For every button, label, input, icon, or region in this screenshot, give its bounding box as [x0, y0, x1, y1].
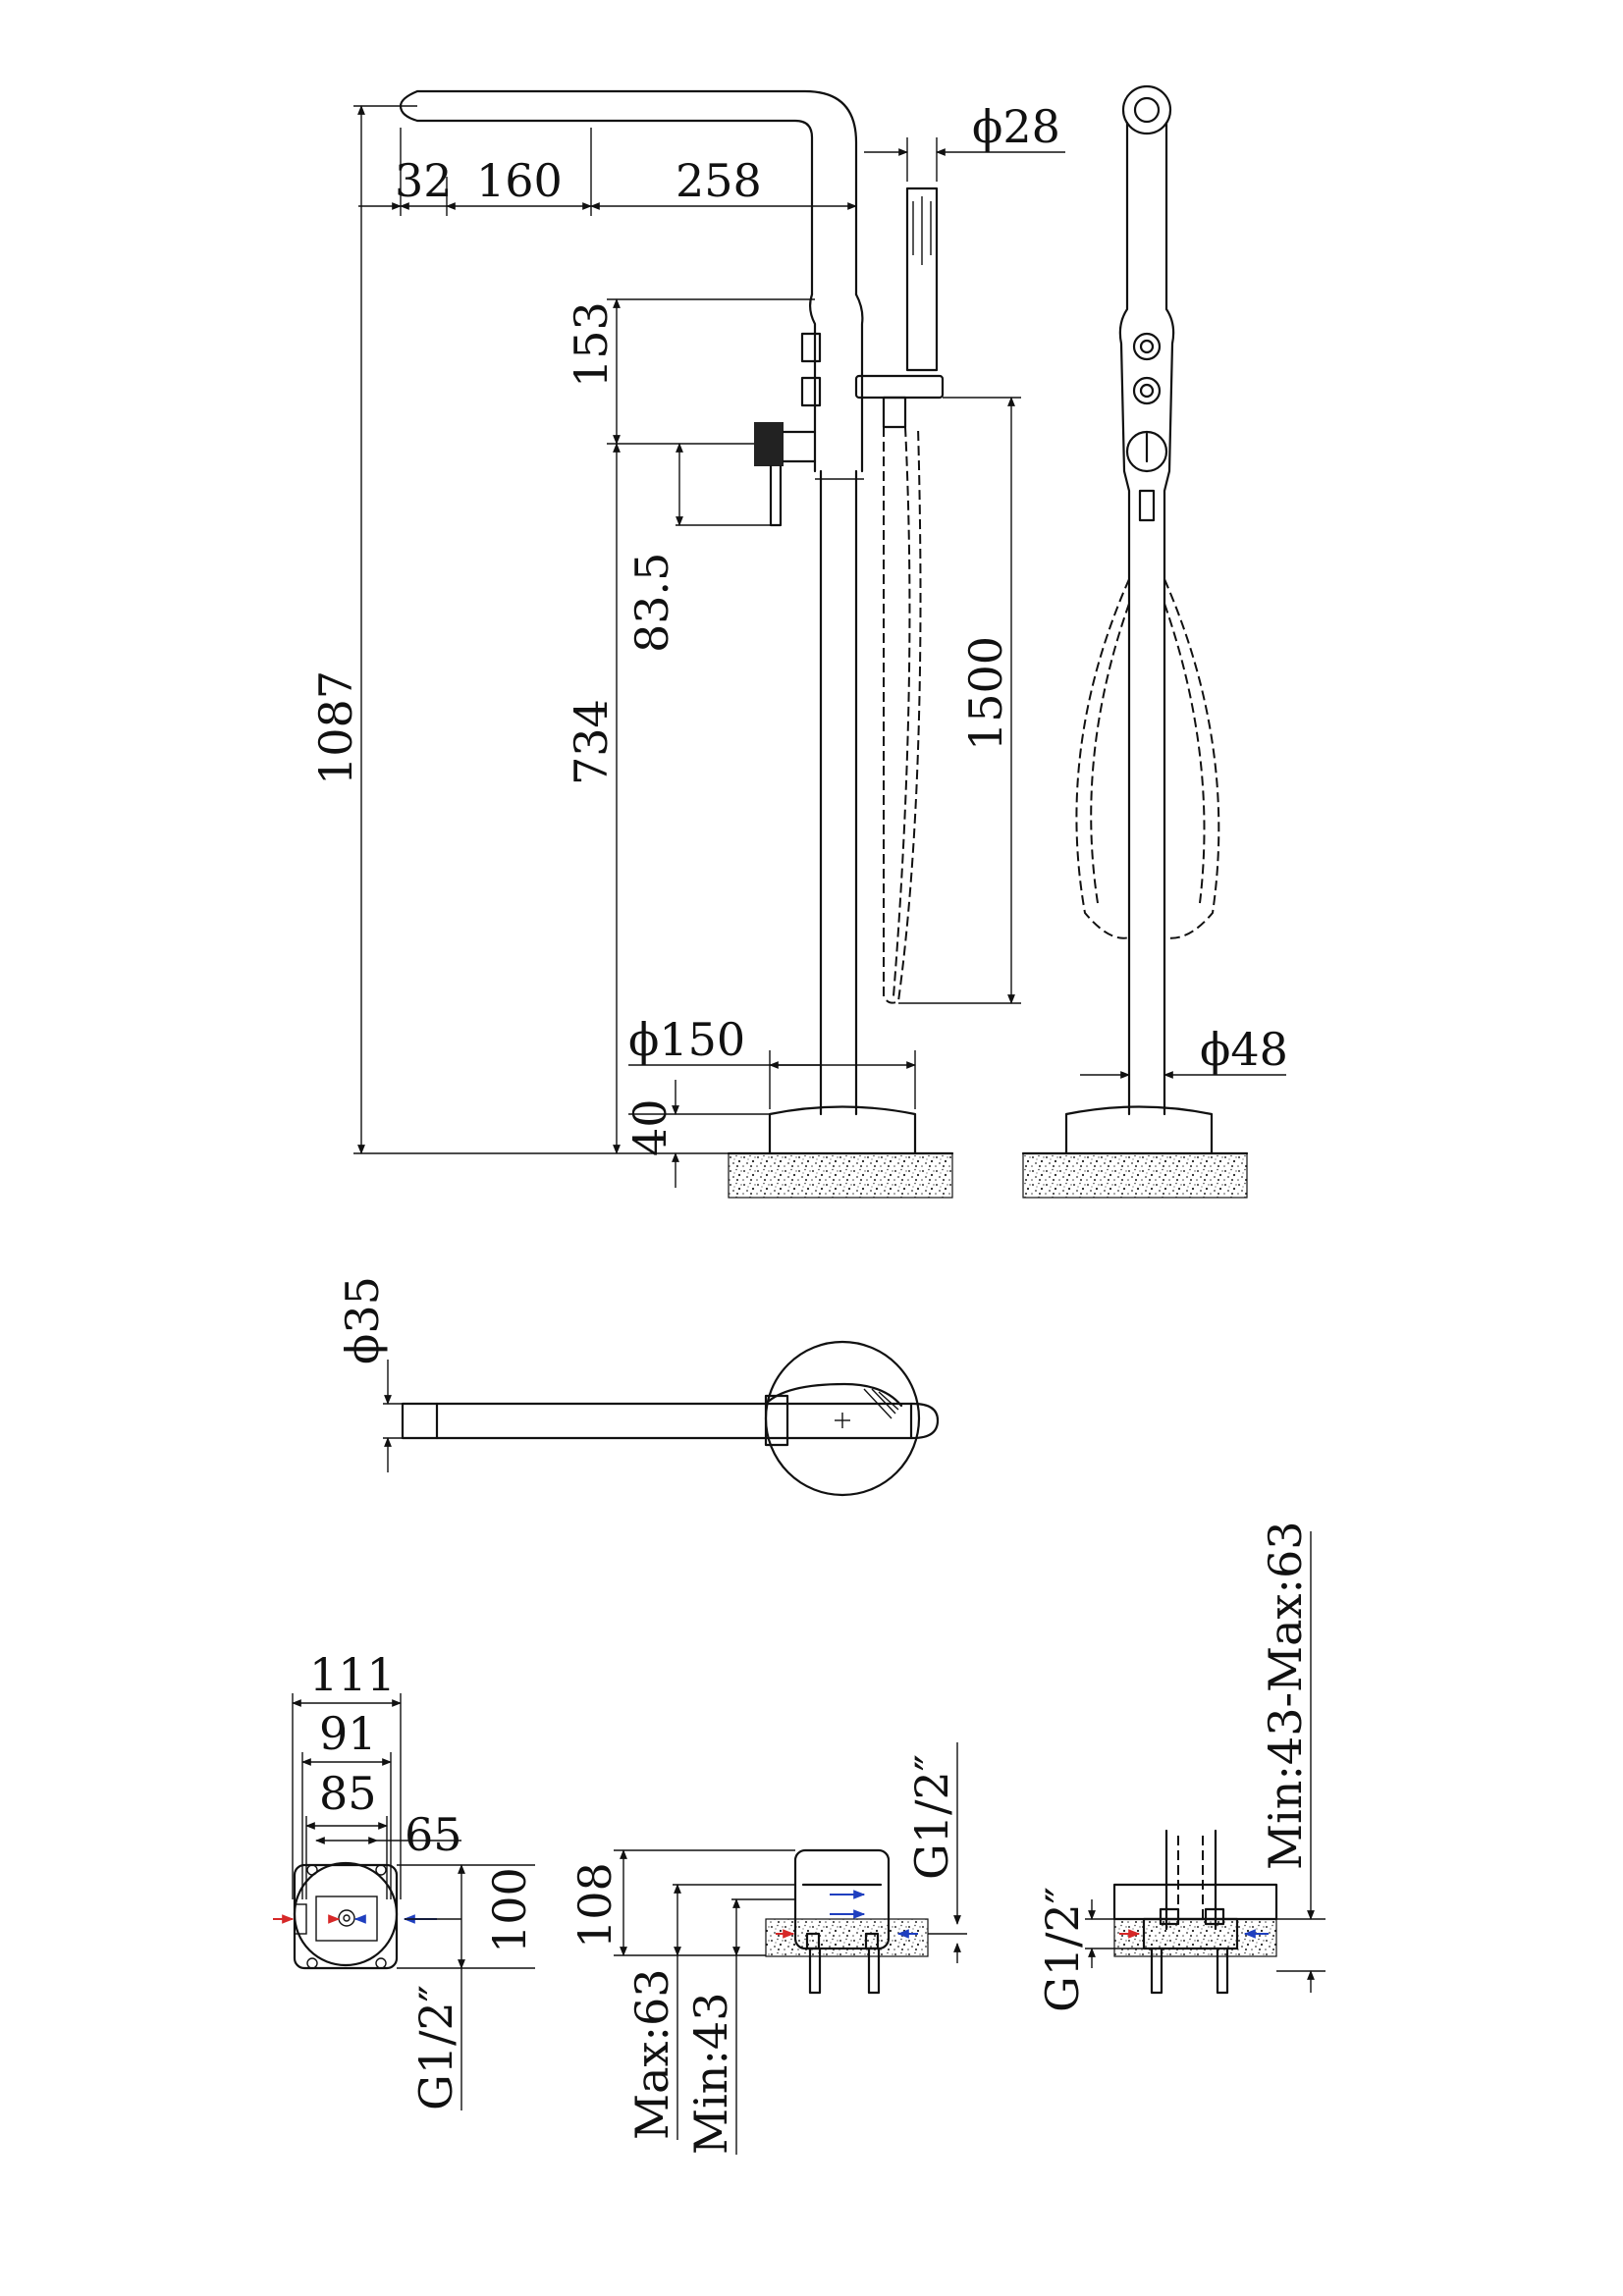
dim-g12-plan: G1/2″	[409, 1985, 462, 2110]
dim-1500: 1500	[959, 636, 1012, 751]
dim-phi35: ϕ35	[336, 1276, 389, 1364]
dim-g12-section-a: G1/2″	[905, 1754, 958, 1880]
dim-g12-section-b: G1/2″	[1036, 1887, 1089, 2012]
dim-1087: 1087	[309, 670, 362, 785]
dim-phi150: ϕ150	[628, 1013, 745, 1066]
dim-734: 734	[565, 699, 618, 785]
dim-65: 65	[405, 1808, 462, 1861]
dim-111: 111	[309, 1648, 396, 1701]
dim-85: 85	[319, 1767, 377, 1820]
dim-max63: Max:63	[625, 1969, 678, 2141]
dim-40: 40	[623, 1098, 676, 1156]
dim-160: 160	[476, 154, 563, 207]
dim-phi48: ϕ48	[1200, 1023, 1288, 1076]
rough-in-section-a	[614, 1742, 967, 2155]
hand-shower	[854, 187, 1021, 1004]
dim-phi28: ϕ28	[972, 100, 1060, 153]
dim-min43-max63: Min:43-Max:63	[1259, 1521, 1312, 1870]
dim-108: 108	[568, 1862, 622, 1949]
rough-in-plan	[273, 1693, 535, 2110]
side-view	[1021, 84, 1249, 1199]
dim-153: 153	[565, 301, 618, 388]
dim-83-5: 83.5	[625, 553, 678, 653]
dim-100: 100	[483, 1867, 536, 1953]
dim-258: 258	[676, 154, 762, 207]
front-view	[399, 89, 954, 1199]
dim-91: 91	[319, 1707, 377, 1760]
dim-min43: Min:43	[684, 1993, 737, 2155]
dimension-labels: 32 160 258 ϕ28 153 83.5 734 1087 1500 ϕ1…	[309, 100, 1312, 2155]
top-view	[383, 1340, 940, 1497]
dim-32: 32	[395, 154, 453, 207]
front-dimensions	[353, 105, 1286, 1188]
ground-hatch-side	[1022, 1152, 1248, 1199]
ground-hatch-front	[728, 1152, 953, 1199]
lever-handle	[754, 422, 784, 466]
rough-in-section-b	[1085, 1531, 1325, 1995]
